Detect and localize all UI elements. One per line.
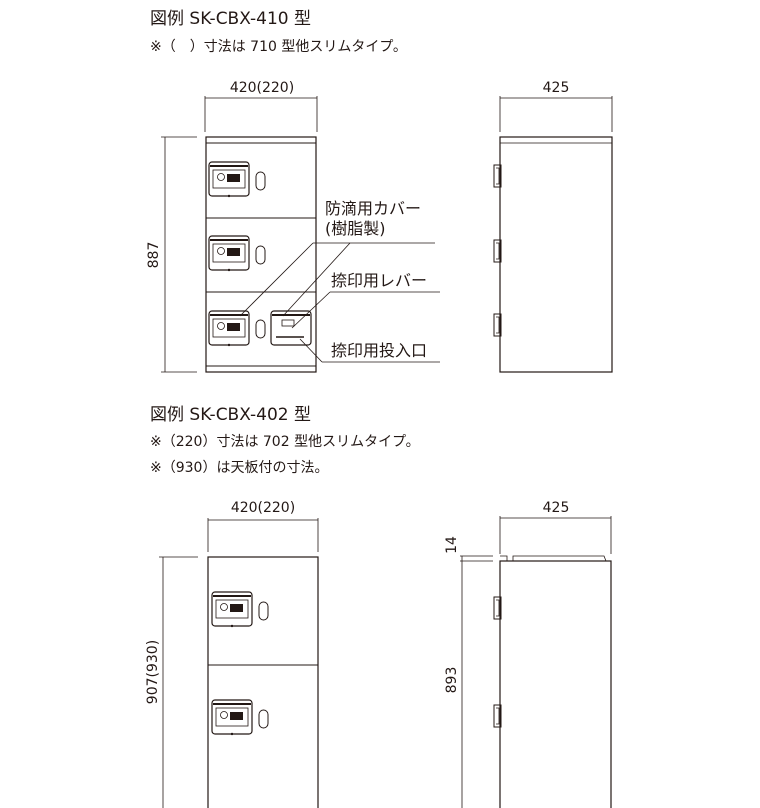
model2-width-dim: 420(220)	[231, 500, 295, 516]
model2-note-2: ※（930）は天板付の寸法。	[150, 460, 328, 476]
model2-depth-dim: 425	[543, 500, 570, 516]
model2-front-view: 420(220) 907(930)	[145, 500, 319, 808]
model1-front-view: 420(220) 887 防滴用カバー (樹脂	[146, 80, 440, 373]
callout-slot: 捺印用投入口	[331, 341, 427, 360]
model2-side-view: 425 14 893	[444, 500, 612, 808]
model1-side-view: 425	[493, 80, 613, 373]
model2-body-height-dim: 893	[444, 667, 460, 694]
model1-title: 図例 SK-CBX-410 型	[150, 9, 311, 29]
callout-cover: 防滴用カバー	[325, 199, 421, 218]
model2-top-dim: 14	[444, 536, 460, 554]
model2-height-dim: 907(930)	[145, 640, 161, 704]
callout-cover-material: (樹脂製)	[325, 219, 386, 238]
model1-depth-dim: 425	[543, 80, 570, 96]
model2-title: 図例 SK-CBX-402 型	[150, 405, 311, 425]
model1-height-dim: 887	[146, 242, 162, 269]
model1-width-dim: 420(220)	[230, 80, 294, 96]
model1-note: ※（ ）寸法は 710 型他スリムタイプ。	[150, 39, 407, 55]
model2-note-1: ※（220）寸法は 702 型他スリムタイプ。	[150, 434, 420, 450]
callout-lever: 捺印用レバー	[331, 271, 427, 290]
